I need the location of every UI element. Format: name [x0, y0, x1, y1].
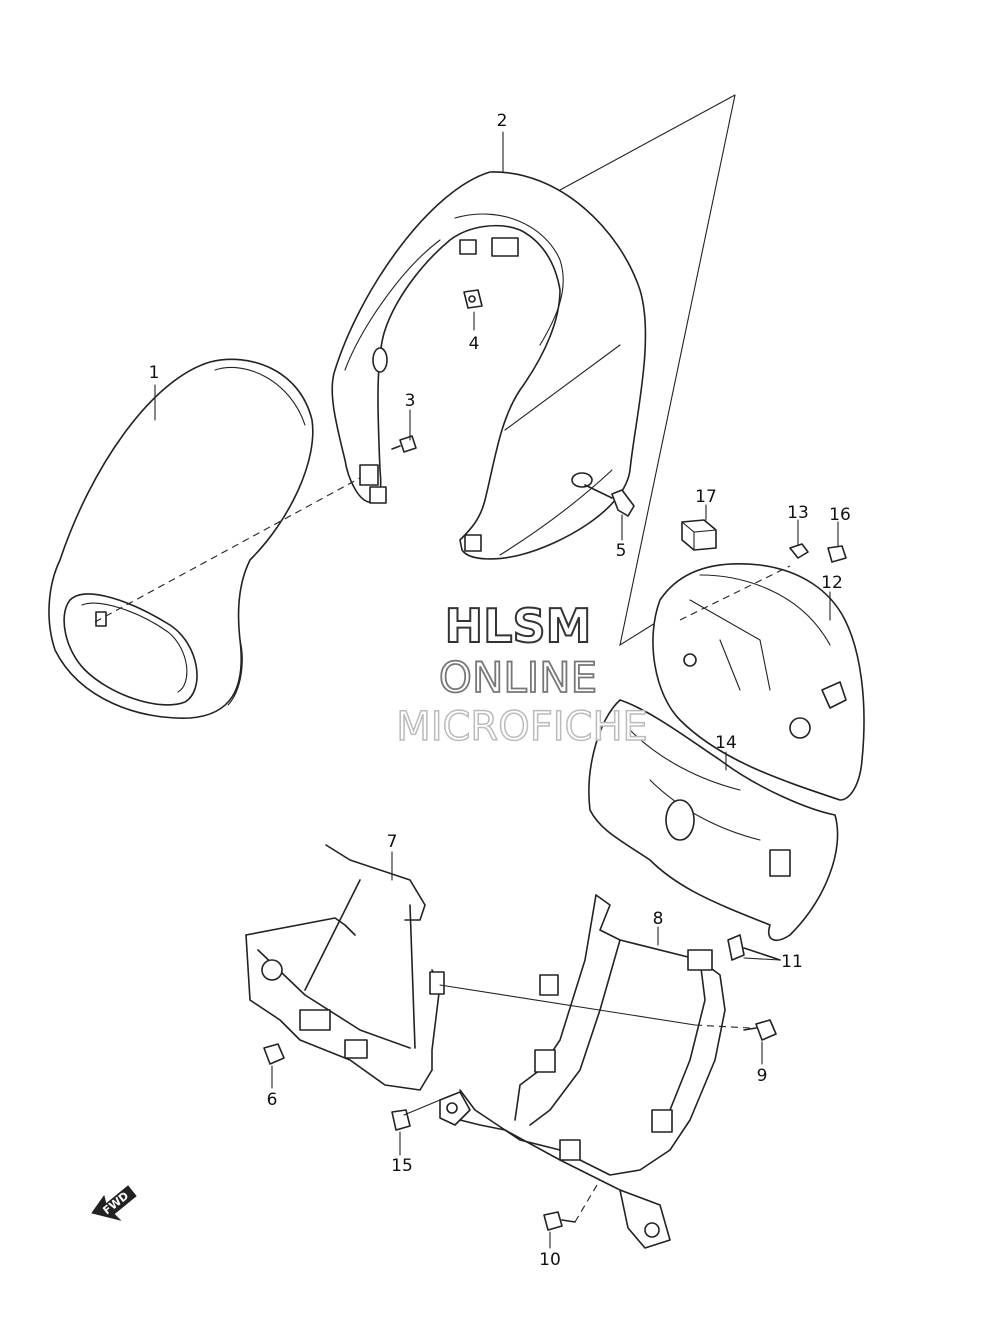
callout-9: 9 [757, 1066, 768, 1086]
callout-14: 14 [715, 733, 737, 753]
part-10-bolt[interactable] [543, 1211, 576, 1231]
callout-2: 2 [497, 111, 508, 131]
assembly-line-15 [403, 1099, 441, 1116]
part-2-upper-cowling[interactable] [331, 171, 647, 560]
assembly-line-2-to-12 [679, 565, 791, 621]
assembly-line-7-to-8 [439, 984, 696, 1026]
callout-5: 5 [616, 541, 627, 561]
part-15-grommet[interactable] [391, 1109, 411, 1131]
part-14-lower-cover[interactable] [588, 699, 839, 941]
callout-15: 15 [391, 1156, 413, 1176]
part-4-clip-nut[interactable] [463, 289, 483, 309]
part-1-headlight-housing[interactable] [48, 358, 314, 719]
callout-6: 6 [267, 1090, 278, 1110]
assembly-line-10 [574, 1179, 601, 1223]
callout-16: 16 [829, 505, 851, 525]
assembly-line-1-to-2 [94, 477, 361, 623]
watermark-line-1: HLSM [445, 599, 592, 653]
callout-7: 7 [387, 832, 398, 852]
fwd-arrow-icon: FWD [91, 1185, 137, 1221]
part-11-stud[interactable] [727, 934, 781, 961]
reference-triangle [559, 94, 736, 647]
part-6-grommet[interactable] [263, 1043, 285, 1065]
callout-8: 8 [653, 909, 664, 929]
callout-17: 17 [695, 487, 717, 507]
part-12-inner-panel[interactable] [652, 562, 865, 801]
callout-3: 3 [405, 391, 416, 411]
watermark-line-2: ONLINE [439, 653, 597, 702]
callout-11: 11 [781, 952, 803, 972]
part-9-bolt[interactable] [743, 1019, 777, 1041]
part-16-nut[interactable] [827, 545, 847, 563]
part-13-grommet[interactable] [789, 543, 809, 559]
callout-1: 1 [149, 363, 160, 383]
part-17-rubber-pad[interactable] [681, 519, 717, 551]
callout-leaders [154, 131, 839, 1249]
callout-4: 4 [469, 334, 480, 354]
part-7-left-bracket[interactable] [245, 844, 445, 1091]
callout-13: 13 [787, 503, 809, 523]
part-5-push-rivet[interactable] [584, 484, 635, 517]
assembly-line-8-to-9 [694, 1024, 751, 1029]
part-3-screw[interactable] [391, 435, 417, 453]
callout-12: 12 [821, 573, 843, 593]
callout-10: 10 [539, 1250, 561, 1270]
watermark-line-3: MICROFICHE [396, 704, 648, 750]
part-8-main-stay[interactable] [439, 894, 726, 1249]
